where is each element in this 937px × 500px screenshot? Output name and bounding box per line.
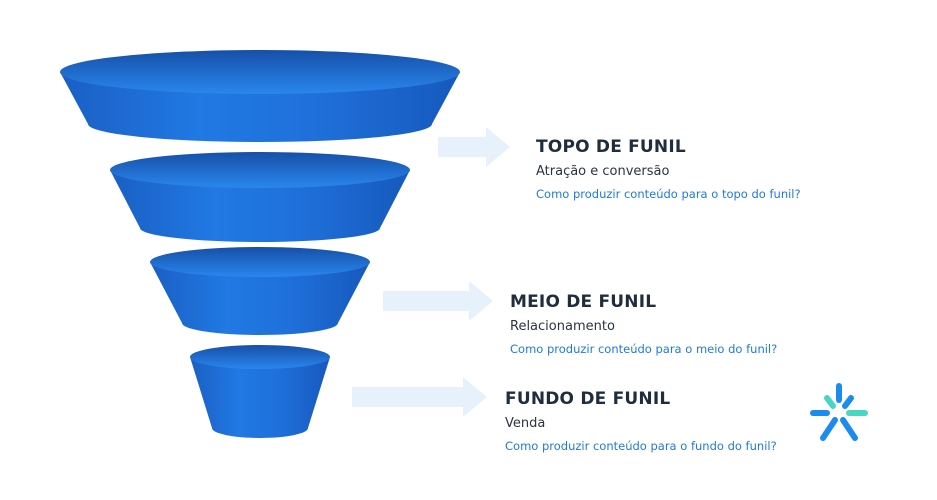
stage-middle-subtitle: Relacionamento (510, 319, 615, 334)
funnel-layer-4-body (190, 357, 330, 438)
stage-middle-link[interactable]: Como produzir conteúdo para o meio do fu… (510, 342, 778, 356)
stage-top: TOPO DE FUNIL Atração e conversão Como p… (536, 137, 801, 201)
stage-top-title: TOPO DE FUNIL (536, 137, 686, 157)
brand-logo-icon (810, 383, 868, 441)
arrow-middle (383, 281, 493, 321)
stage-middle: MEIO DE FUNIL Relacionamento Como produz… (510, 292, 777, 356)
stage-bottom-link[interactable]: Como produzir conteúdo para o fundo do f… (505, 439, 777, 453)
stage-middle-title: MEIO DE FUNIL (510, 292, 657, 312)
funnel-layer-3-rim (150, 247, 370, 277)
stage-top-subtitle: Atração e conversão (536, 164, 670, 179)
stage-top-link[interactable]: Como produzir conteúdo para o topo do fu… (536, 187, 801, 201)
stage-bottom-subtitle: Venda (505, 416, 546, 431)
stage-bottom: FUNDO DE FUNIL Venda Como produzir conte… (505, 389, 777, 453)
funnel-layer-2-body (110, 170, 410, 242)
funnel-layer-3-body (150, 262, 370, 335)
funnel-layer-1-rim (60, 50, 460, 94)
funnel-layer-4-rim (190, 345, 330, 369)
funnel-layer-2-rim (110, 152, 410, 188)
stage-bottom-title: FUNDO DE FUNIL (505, 389, 671, 409)
arrow-top (438, 127, 510, 167)
arrow-bottom (352, 377, 487, 417)
